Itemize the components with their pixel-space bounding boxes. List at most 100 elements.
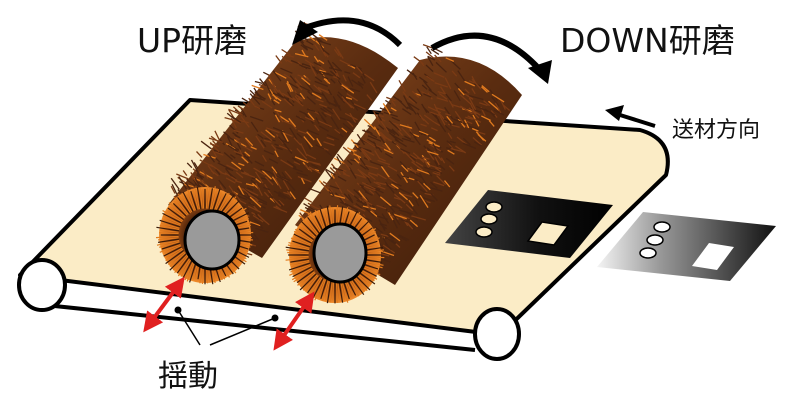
- bristle-texture: [304, 81, 315, 93]
- bristle-texture: [300, 143, 308, 157]
- bristle-texture: [454, 82, 462, 91]
- bristle-texture: [254, 80, 263, 85]
- bristle-texture: [378, 135, 386, 144]
- bristle-texture: [210, 135, 219, 143]
- bristle-texture: [407, 102, 420, 111]
- bristle-end-texture: [309, 276, 322, 294]
- bristle-end-texture: [215, 193, 224, 212]
- bristle-texture: [292, 97, 304, 107]
- bristle-texture: [465, 116, 474, 120]
- bristle-texture: [257, 133, 264, 140]
- bristle-texture: [283, 143, 293, 154]
- bristle-texture: [450, 147, 465, 153]
- bristle-texture: [252, 214, 264, 223]
- bristle-texture: [294, 95, 301, 104]
- bristle-texture: [314, 80, 329, 88]
- bristle-end-texture: [309, 211, 323, 233]
- bristle-texture: [363, 118, 376, 130]
- bristle-texture: [439, 86, 446, 95]
- bristle-texture: [219, 184, 226, 193]
- bristle-texture: [269, 130, 275, 136]
- bristle-texture: [271, 84, 280, 93]
- bristle-texture: [182, 170, 188, 176]
- bristle-texture: [308, 166, 321, 174]
- bristle-texture: [383, 111, 398, 118]
- bristle-texture: [399, 160, 408, 170]
- bristle-texture: [281, 96, 290, 100]
- bristle-texture: [353, 204, 366, 212]
- bristle-texture: [327, 106, 334, 111]
- bristle-texture: [305, 76, 311, 82]
- bristle-texture: [429, 186, 443, 192]
- bristle-texture: [418, 130, 429, 136]
- bristle-texture: [193, 162, 199, 169]
- bristle-texture: [393, 213, 407, 220]
- bristle-texture: [328, 188, 335, 197]
- bristle-texture: [339, 116, 353, 123]
- bristle-texture: [421, 156, 430, 160]
- bristle-texture: [318, 59, 325, 65]
- bristle-texture: [386, 233, 394, 240]
- bristle-texture: [408, 95, 418, 104]
- bristle-end-texture: [209, 186, 216, 210]
- bristle-end-texture: [301, 218, 318, 236]
- bristle-texture: [312, 90, 325, 97]
- bristle-texture: [289, 75, 297, 84]
- bristle-texture: [320, 107, 327, 113]
- bristle-texture: [419, 194, 429, 208]
- bristle-texture: [273, 99, 280, 104]
- bristle-texture: [215, 169, 221, 176]
- bristle-texture: [428, 88, 438, 97]
- bristle-texture: [353, 153, 362, 159]
- bristle-end-texture: [320, 279, 328, 299]
- bristle-end-texture: [285, 246, 309, 252]
- arrow-left-icon: [605, 105, 656, 128]
- bristle-texture: [254, 171, 264, 184]
- bristle-end-texture: [168, 202, 186, 218]
- bristle-texture: [294, 52, 309, 58]
- bristle-end-texture: [192, 189, 199, 210]
- bristle-end-texture: [290, 263, 311, 273]
- bristle-texture: [448, 165, 455, 172]
- bristle-texture: [264, 176, 274, 186]
- bristle-texture: [402, 175, 410, 179]
- bristle-texture: [382, 244, 396, 254]
- bristle-texture: [449, 140, 456, 144]
- bristle-texture: [445, 157, 455, 165]
- bristle-texture: [298, 214, 305, 220]
- bristle-end-texture: [212, 188, 221, 211]
- bristle-texture: [215, 151, 224, 156]
- bristle-texture: [300, 44, 309, 51]
- bristle-texture: [326, 136, 335, 141]
- bristle-texture: [199, 179, 207, 185]
- bristle-texture: [278, 89, 287, 101]
- bristle-texture: [242, 187, 253, 198]
- bristle-texture: [196, 151, 203, 158]
- bristle-texture: [229, 124, 239, 134]
- bristle-texture: [249, 115, 264, 122]
- bristle-texture: [457, 87, 465, 96]
- bristle-end-texture: [307, 276, 320, 294]
- bristle-texture: [220, 171, 227, 176]
- bristle-texture: [362, 205, 375, 216]
- bristle-texture: [407, 103, 417, 115]
- bristle-texture: [391, 211, 401, 226]
- bristle-texture: [402, 91, 409, 99]
- bristle-texture: [398, 235, 408, 242]
- bristle-texture: [258, 200, 268, 206]
- oscillation-leader-lines: [174, 306, 279, 346]
- bristle-texture: [273, 190, 281, 196]
- bristle-texture: [434, 167, 442, 173]
- bristle-texture: [280, 132, 288, 142]
- bristle-texture: [296, 147, 308, 160]
- bristle-texture: [292, 167, 303, 173]
- bristle-texture: [278, 191, 292, 201]
- bristle-texture: [237, 105, 245, 111]
- bristle-end-texture: [338, 281, 344, 303]
- bristle-texture: [231, 161, 242, 170]
- bristle-end-texture: [293, 230, 313, 243]
- bristle-texture: [306, 154, 317, 160]
- bristle-texture: [354, 144, 362, 153]
- bristle-end-texture: [211, 188, 218, 210]
